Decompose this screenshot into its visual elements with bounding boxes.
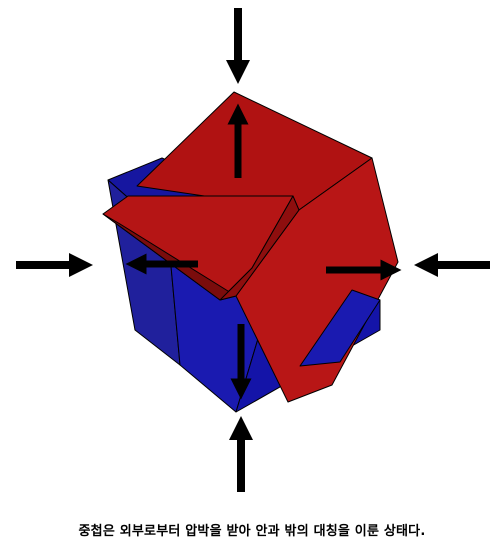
blue-cube-lower-face [299,289,381,367]
red-cube [102,91,399,403]
inner-arrows [125,103,402,400]
figure-caption: 중첩은 외부로부터 압박을 받아 안과 밖의 대칭을 이룬 상태다. [78,524,426,539]
outer-arrows [16,8,490,492]
red-cube-slab-side [219,195,300,301]
